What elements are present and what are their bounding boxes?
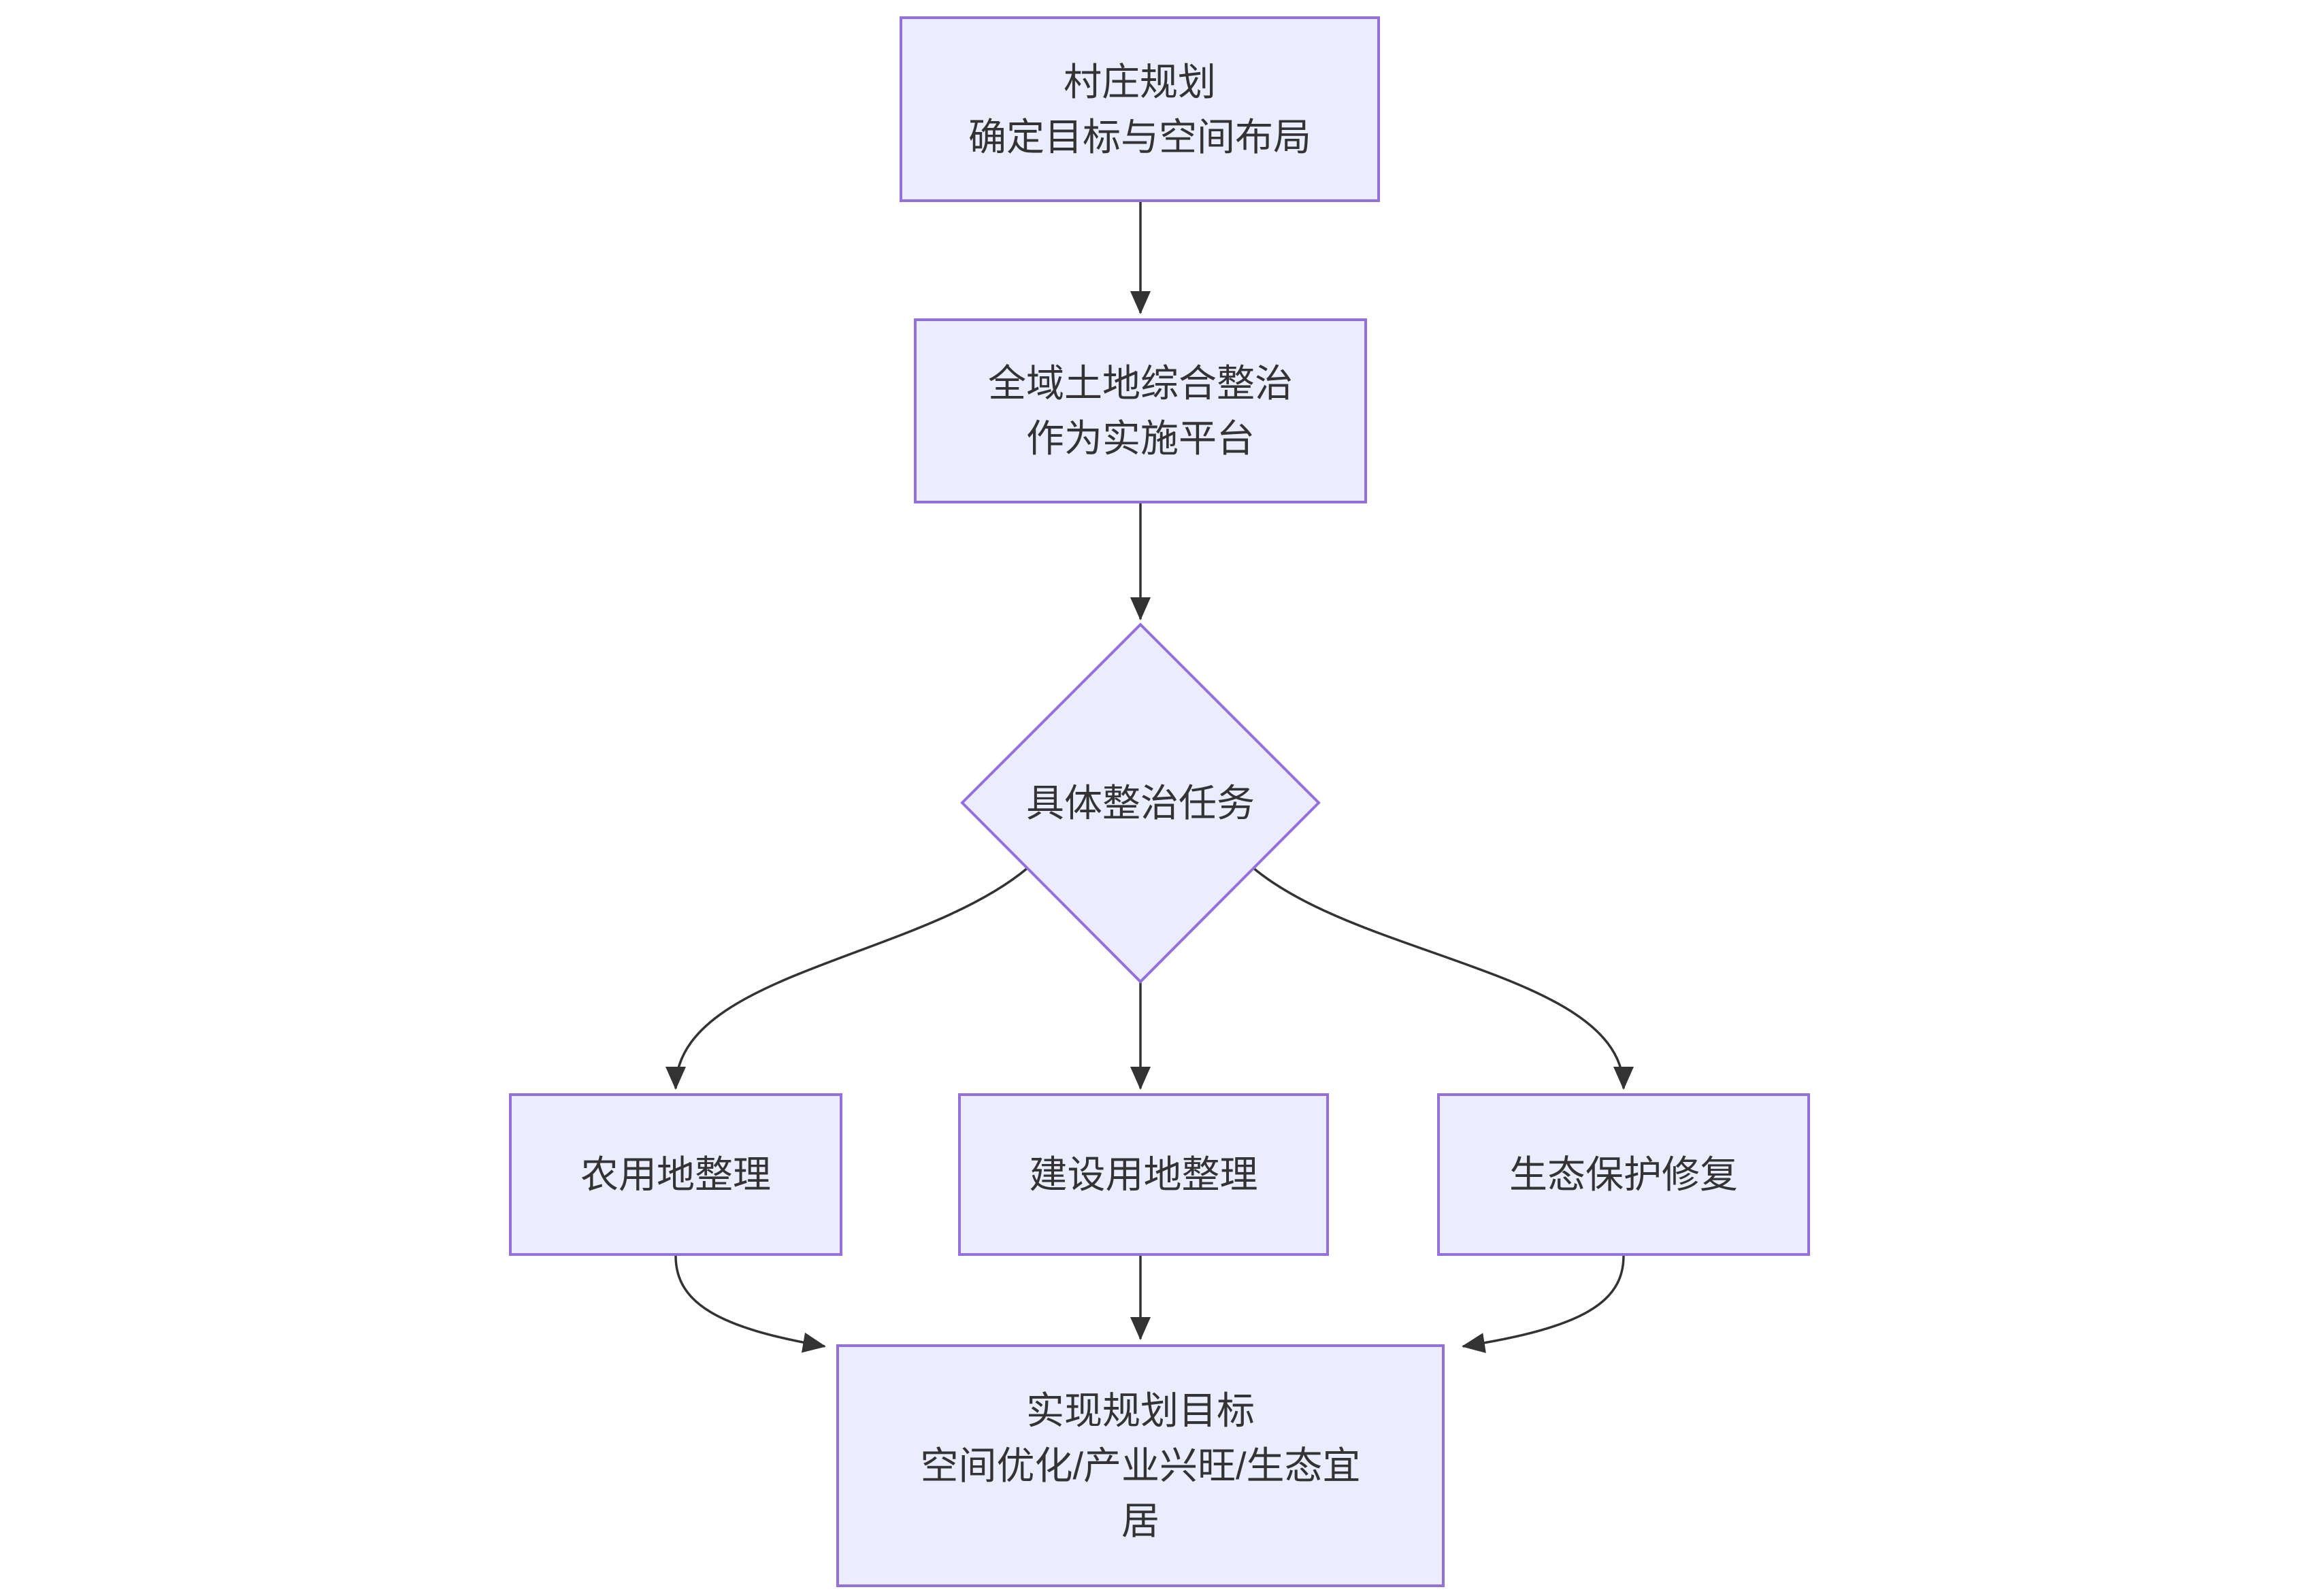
node-ecology-label: 生态保护修复	[1509, 1153, 1738, 1196]
node-construction-land: 建设用地整理	[958, 1093, 1329, 1256]
node-goal: 实现规划目标 空间优化/产业兴旺/生态宜 居	[836, 1344, 1445, 1587]
node-farmland: 农用地整理	[509, 1093, 842, 1256]
node-platform-line-1: 全域土地综合整治	[988, 362, 1293, 405]
node-village-planning-line-1: 村庄规划	[1064, 60, 1216, 103]
node-goal-line-1: 实现规划目标	[1026, 1389, 1255, 1432]
node-goal-line-2: 空间优化/产业兴旺/生态宜	[920, 1444, 1361, 1487]
node-village-planning: 村庄规划 确定目标与空间布局	[900, 16, 1380, 202]
edge-decision-to-ecology	[1252, 867, 1634, 1090]
node-village-planning-line-2: 确定目标与空间布局	[968, 115, 1311, 159]
node-platform: 全域土地综合整治 作为实施平台	[914, 318, 1367, 503]
node-platform-line-2: 作为实施平台	[1026, 417, 1255, 460]
decision-diamond-shape	[960, 622, 1321, 984]
node-ecology: 生态保护修复	[1437, 1093, 1810, 1256]
edge-decision-to-farmland	[665, 867, 1029, 1090]
node-farmland-label: 农用地整理	[580, 1153, 771, 1196]
node-decision-label: 具体整治任务	[1026, 781, 1255, 825]
edge-farmland-to-goal	[674, 1255, 826, 1353]
edge-ecology-to-goal	[1462, 1255, 1625, 1353]
node-construction-land-label: 建设用地整理	[1029, 1153, 1258, 1196]
node-goal-line-3: 居	[1121, 1499, 1160, 1542]
